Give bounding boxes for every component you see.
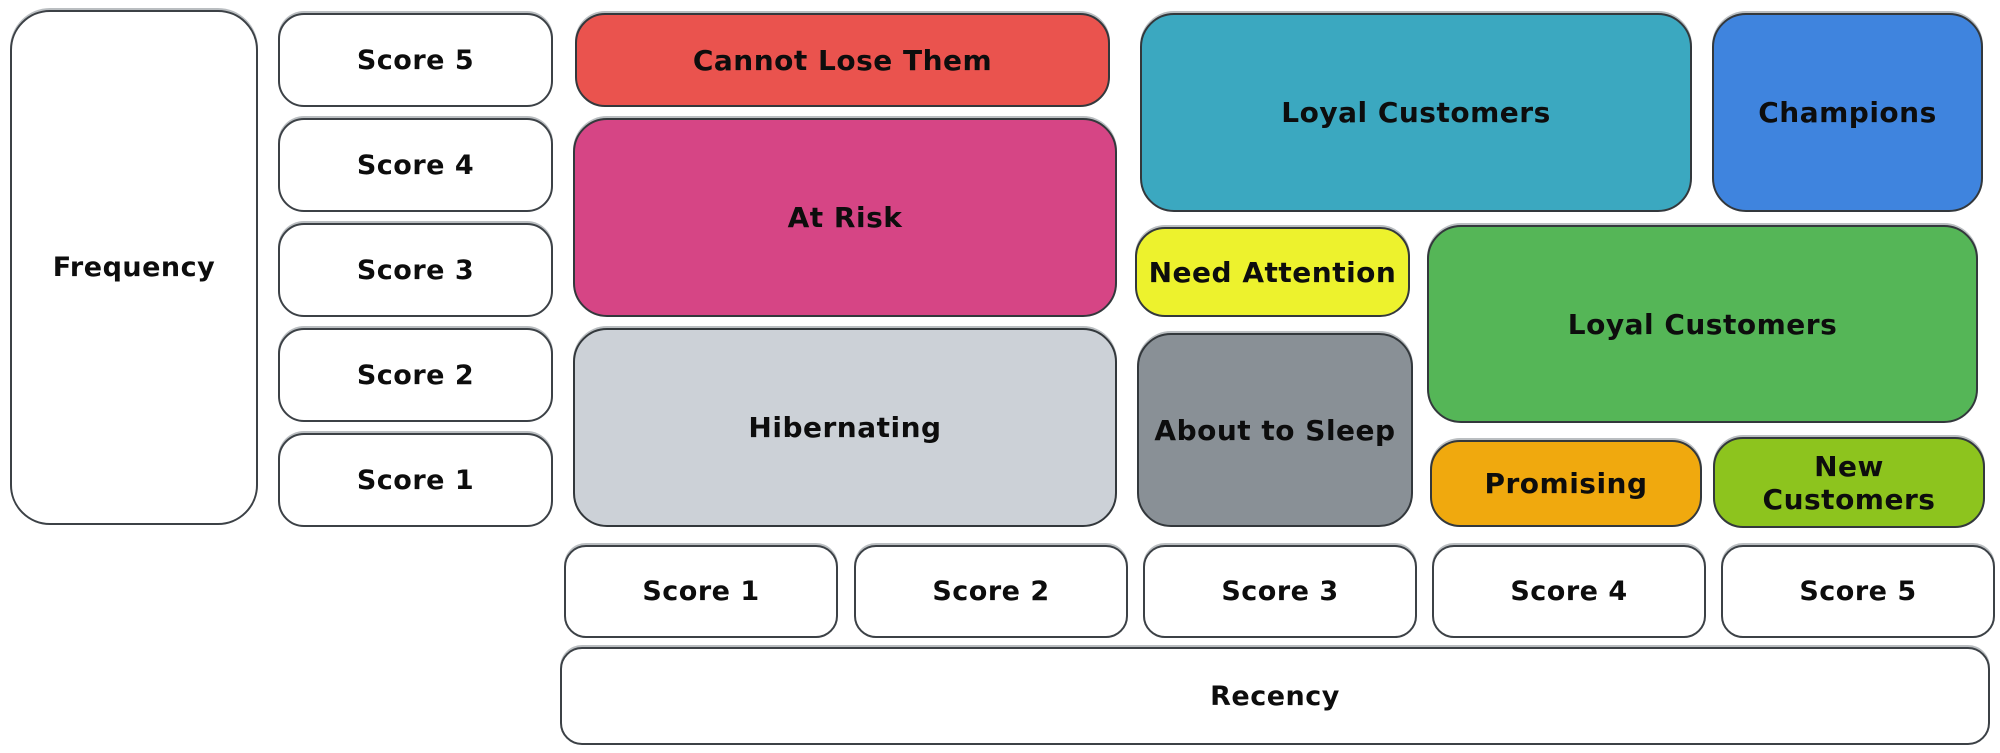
recency-score-2-box: Score 2: [854, 545, 1128, 638]
segment-need-attention-label: Need Attention: [1148, 255, 1397, 289]
segment-hibernating: Hibernating: [573, 328, 1117, 527]
segment-cannot-lose-them: Cannot Lose Them: [575, 13, 1110, 107]
segment-champions-label: Champions: [1758, 96, 1937, 129]
frequency-score-3-label: Score 3: [356, 254, 475, 286]
frequency-score-4-label: Score 4: [356, 149, 475, 181]
segment-at-risk-label: At Risk: [787, 201, 903, 234]
recency-axis-label-box: Recency: [560, 647, 1990, 745]
frequency-score-1-label: Score 1: [356, 464, 475, 496]
segment-loyal-customers-mid: Loyal Customers: [1427, 225, 1978, 423]
recency-score-2-label: Score 2: [932, 576, 1050, 607]
recency-score-5-box: Score 5: [1721, 545, 1995, 638]
recency-score-3-box: Score 3: [1143, 545, 1417, 638]
segment-new-customers-label: New Customers: [1762, 449, 1936, 516]
frequency-score-3-box: Score 3: [278, 223, 553, 317]
segment-loyal-customers-top-label: Loyal Customers: [1281, 96, 1551, 129]
segment-cannot-lose-them-label: Cannot Lose Them: [692, 43, 993, 77]
segment-about-to-sleep: About to Sleep: [1137, 333, 1413, 527]
frequency-score-5-label: Score 5: [356, 44, 475, 76]
recency-score-1-label: Score 1: [642, 576, 760, 607]
frequency-score-1-box: Score 1: [278, 433, 553, 527]
frequency-score-2-box: Score 2: [278, 328, 553, 422]
frequency-score-5-box: Score 5: [278, 13, 553, 107]
recency-score-4-label: Score 4: [1510, 576, 1628, 607]
segment-promising-label: Promising: [1484, 467, 1648, 500]
recency-score-1-box: Score 1: [564, 545, 838, 638]
segment-loyal-customers-top: Loyal Customers: [1140, 13, 1692, 212]
segment-hibernating-label: Hibernating: [748, 411, 942, 444]
frequency-axis-label: Frequency: [52, 252, 216, 283]
segment-about-to-sleep-label: About to Sleep: [1154, 413, 1396, 447]
segment-need-attention: Need Attention: [1135, 227, 1410, 317]
frequency-axis-label-box: Frequency: [10, 10, 258, 525]
segment-promising: Promising: [1430, 440, 1702, 527]
frequency-score-4-box: Score 4: [278, 118, 553, 212]
recency-score-3-label: Score 3: [1221, 576, 1339, 607]
segment-loyal-customers-mid-label: Loyal Customers: [1567, 307, 1838, 341]
recency-score-4-box: Score 4: [1432, 545, 1706, 638]
recency-axis-label: Recency: [1210, 680, 1340, 712]
segment-at-risk: At Risk: [573, 118, 1117, 317]
segment-champions: Champions: [1712, 13, 1983, 212]
segment-new-customers: New Customers: [1713, 437, 1985, 528]
frequency-score-2-label: Score 2: [356, 359, 475, 391]
recency-score-5-label: Score 5: [1799, 576, 1917, 607]
